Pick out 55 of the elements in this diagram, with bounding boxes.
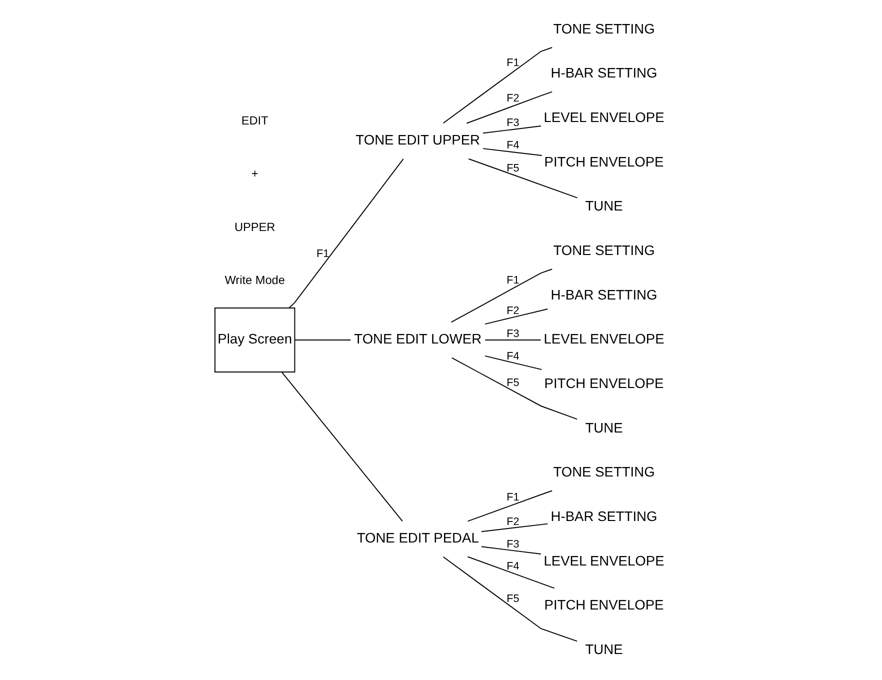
connector — [288, 158, 404, 308]
node-text: LEVEL ENVELOPE — [544, 553, 664, 568]
node-text: H-BAR SETTING — [550, 508, 658, 524]
edge-label: F3 — [506, 538, 520, 551]
connector — [484, 355, 542, 370]
edge-label: F4 — [506, 140, 520, 152]
node-text: TONE EDIT UPPER — [356, 132, 480, 148]
node-text: H-BAR SETTING — [550, 287, 658, 302]
node-text: PITCH ENVELOPE — [544, 376, 664, 391]
edge-label: F5 — [506, 162, 520, 174]
label: UPPER — [234, 220, 276, 234]
node-text: TUNE — [585, 642, 623, 657]
node-text: PITCH ENVELOPE — [544, 154, 664, 170]
edge-label: F4 — [506, 560, 520, 572]
edge-label: F2 — [506, 92, 520, 104]
connector — [467, 556, 555, 589]
connector — [482, 126, 542, 134]
node-text: TONE SETTING — [553, 21, 655, 36]
connector — [480, 546, 542, 554]
edge-label: F5 — [506, 592, 520, 605]
edge-label: F2 — [506, 516, 520, 528]
connector — [480, 523, 548, 532]
node-text: TONE EDIT PEDAL — [356, 530, 479, 546]
connector — [442, 47, 553, 124]
node-text: TUNE — [585, 420, 623, 436]
connector — [451, 357, 578, 420]
edge-label: F5 — [506, 377, 520, 390]
label: Write Mode — [224, 272, 285, 287]
edge-label: F2 — [506, 305, 520, 318]
node-text: LEVEL ENVELOPE — [544, 332, 664, 347]
edge-label: F1 — [506, 274, 520, 287]
edge-label: F3 — [506, 117, 520, 130]
node-box: Play Screen — [214, 308, 296, 372]
label: EDIT — [241, 113, 268, 128]
connector — [282, 372, 403, 522]
node-text: TONE EDIT LOWER — [354, 332, 482, 347]
node-text: TONE SETTING — [553, 464, 655, 480]
label: + — [251, 166, 258, 181]
edge-label: F1 — [506, 56, 520, 69]
node-text: LEVEL ENVELOPE — [544, 110, 664, 126]
connector — [466, 91, 553, 124]
edge-label: F1 — [506, 491, 520, 504]
edge-label: F3 — [506, 328, 520, 340]
connector — [467, 490, 553, 522]
node-text: TUNE — [585, 198, 623, 214]
node-text: H-BAR SETTING — [550, 66, 658, 81]
connector — [482, 148, 542, 156]
connector — [484, 308, 548, 325]
node-text: TONE SETTING — [553, 242, 655, 258]
connector — [442, 556, 578, 642]
edge-label: F1 — [316, 248, 330, 260]
connector — [450, 268, 553, 323]
connector — [468, 158, 578, 198]
edge-label: F4 — [506, 350, 520, 363]
node-text: PITCH ENVELOPE — [544, 598, 664, 613]
